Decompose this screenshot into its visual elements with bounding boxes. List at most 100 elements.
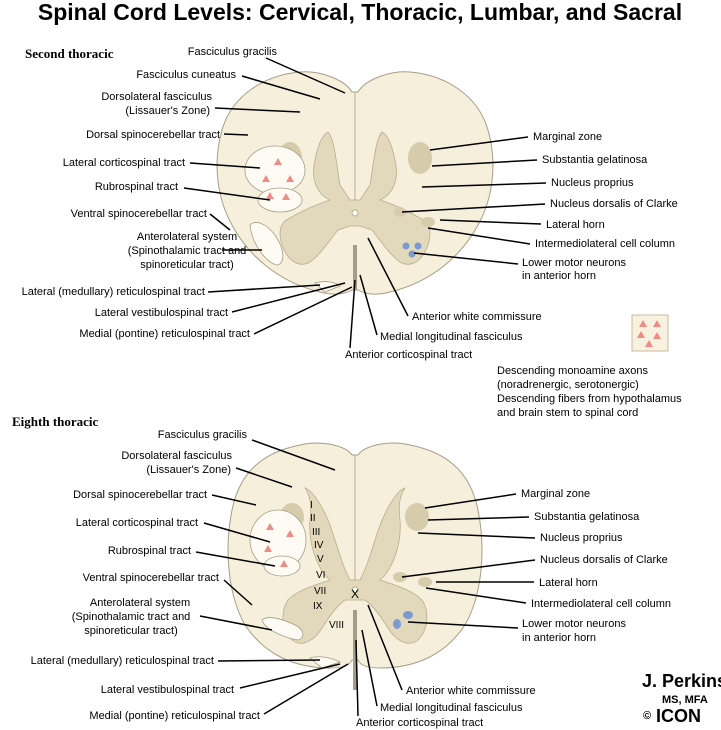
nucleus-dorsalis-region bbox=[393, 572, 407, 582]
leader-line bbox=[263, 663, 349, 715]
lateral-horn-region bbox=[421, 217, 435, 227]
lateral-horn-region bbox=[418, 577, 432, 587]
lamina-V: V bbox=[317, 554, 324, 565]
substantia-gelatinosa-region bbox=[408, 142, 432, 174]
leader-line bbox=[361, 629, 378, 707]
label-marginal-zone: Marginal zone bbox=[521, 488, 590, 500]
descending-axon-marker bbox=[280, 560, 288, 567]
legend-line-1: Descending monoamine axons bbox=[497, 365, 649, 377]
label-medial-longitudinal-fasciculus: Medial longitudinal fasciculus bbox=[380, 331, 523, 343]
leader-line bbox=[214, 107, 301, 113]
label-dorsolateral-fasciculus: Dorsolateral fasciculus bbox=[101, 91, 212, 103]
label-in-anterior-horn: in anterior horn bbox=[522, 632, 596, 644]
label-medial-reticulospinal-tract: Medial (pontine) reticulospinal tract bbox=[89, 710, 260, 722]
label-lateral-reticulospinal-tract: Lateral (medullary) reticulospinal tract bbox=[22, 286, 205, 298]
leader-line bbox=[223, 579, 253, 606]
label-anterolateral-system-sub1: (Spinothalamic tract and bbox=[128, 245, 247, 257]
heading-eighth-thoracic: Eighth thoracic bbox=[12, 414, 99, 429]
central-canal bbox=[351, 586, 359, 594]
leader-line bbox=[207, 284, 321, 293]
label-marginal-zone: Marginal zone bbox=[533, 131, 602, 143]
grey-matter bbox=[279, 131, 431, 265]
legend-line-2: (noradrenergic, serotonergic) bbox=[497, 379, 639, 391]
leader-line bbox=[211, 494, 257, 506]
leader-line bbox=[241, 75, 321, 100]
heading-second-thoracic: Second thoracic bbox=[25, 46, 114, 61]
motor-neuron-dot bbox=[408, 250, 416, 258]
label-fasciculus-gracilis: Fasciculus gracilis bbox=[158, 429, 248, 441]
label-intermediolateral-cell-column: Intermediolateral cell column bbox=[535, 238, 675, 250]
label-medial-longitudinal-fasciculus: Medial longitudinal fasciculus bbox=[380, 702, 523, 714]
label-dorsal-spinocerebellar-tract: Dorsal spinocerebellar tract bbox=[73, 489, 207, 501]
label-anterior-corticospinal-tract: Anterior corticospinal tract bbox=[356, 717, 483, 729]
lamina-VI: VI bbox=[316, 570, 325, 581]
descending-axon-marker bbox=[653, 332, 661, 339]
label-fasciculus-gracilis: Fasciculus gracilis bbox=[188, 46, 278, 58]
label-nucleus-proprius: Nucleus proprius bbox=[540, 532, 623, 544]
icon-brand-logo: ICON bbox=[656, 706, 701, 726]
descending-axon-marker bbox=[639, 320, 647, 327]
label-anterior-white-commissure: Anterior white commissure bbox=[412, 311, 542, 323]
grey-matter bbox=[282, 487, 428, 644]
legend: Descending monoamine axons (noradrenergi… bbox=[497, 314, 682, 419]
motor-neuron-dot bbox=[393, 619, 401, 629]
motor-neuron-dot bbox=[402, 242, 410, 250]
legend-line-4: and brain stem to spinal cord bbox=[497, 407, 638, 419]
leader-line bbox=[367, 237, 409, 317]
cord-eighth-thoracic: I II III IV V VI VII IX VIII X bbox=[227, 442, 483, 690]
label-nucleus-proprius: Nucleus proprius bbox=[551, 177, 634, 189]
descending-axon-marker bbox=[266, 192, 274, 199]
central-canal bbox=[351, 209, 359, 217]
label-anterolateral-system-sub2: spinoreticular tract) bbox=[84, 625, 178, 637]
lamina-VIII: VIII bbox=[329, 620, 344, 631]
leader-line bbox=[401, 559, 536, 578]
leader-line bbox=[439, 219, 542, 225]
leader-line bbox=[189, 162, 261, 169]
label-lower-motor-neurons: Lower motor neurons bbox=[522, 618, 626, 630]
leader-line bbox=[209, 213, 231, 231]
leader-line bbox=[424, 493, 517, 509]
label-lateral-corticospinal-tract: Lateral corticospinal tract bbox=[76, 517, 198, 529]
leader-line bbox=[359, 274, 378, 336]
descending-axon-marker bbox=[274, 158, 282, 165]
label-fasciculus-cuneatus: Fasciculus cuneatus bbox=[136, 69, 236, 81]
label-lateral-horn: Lateral horn bbox=[546, 219, 605, 231]
leader-line bbox=[401, 203, 546, 213]
leader-line bbox=[183, 187, 271, 201]
descending-axon-marker bbox=[264, 545, 272, 552]
lamina-X: X bbox=[351, 587, 359, 601]
lamina-II: II bbox=[310, 513, 316, 524]
label-anterior-white-commissure: Anterior white commissure bbox=[406, 685, 536, 697]
leader-line bbox=[223, 133, 249, 136]
leader-line bbox=[217, 659, 321, 662]
lateral-corticospinal-tract-area bbox=[244, 145, 306, 195]
descending-axon-marker bbox=[266, 523, 274, 530]
descending-axon-marker bbox=[645, 340, 653, 347]
leader-line bbox=[429, 136, 529, 151]
motor-neuron-dot bbox=[414, 242, 422, 250]
label-substantia-gelatinosa: Substantia gelatinosa bbox=[534, 511, 640, 523]
artist-signature: J. Perkins MS, MFA © ICON bbox=[642, 671, 721, 726]
signature-degree: MS, MFA bbox=[662, 694, 708, 706]
descending-axon-marker bbox=[286, 530, 294, 537]
label-lateral-vestibulospinal-tract: Lateral vestibulospinal tract bbox=[95, 307, 228, 319]
leader-line bbox=[253, 286, 353, 335]
label-lateral-horn: Lateral horn bbox=[539, 577, 598, 589]
lamina-VII: VII bbox=[314, 586, 326, 597]
lamina-IV: IV bbox=[314, 540, 324, 551]
leader-line bbox=[199, 615, 273, 631]
label-rubrospinal-tract: Rubrospinal tract bbox=[95, 181, 178, 193]
descending-axon-marker bbox=[286, 175, 294, 182]
label-lateral-corticospinal-tract: Lateral corticospinal tract bbox=[63, 157, 185, 169]
label-dorsolateral-fasciculus: Dorsolateral fasciculus bbox=[121, 450, 232, 462]
label-lateral-vestibulospinal-tract: Lateral vestibulospinal tract bbox=[101, 684, 234, 696]
leader-line bbox=[425, 587, 527, 604]
lamina-IX: IX bbox=[313, 601, 323, 612]
label-anterolateral-system-sub2: spinoreticular tract) bbox=[140, 259, 234, 271]
leader-line bbox=[203, 522, 271, 543]
descending-axon-marker bbox=[262, 175, 270, 182]
legend-line-3: Descending fibers from hypothalamus bbox=[497, 393, 682, 405]
substantia-gelatinosa-region bbox=[405, 503, 429, 531]
cord-second-thoracic bbox=[216, 71, 494, 295]
label-ventral-spinocerebellar-tract: Ventral spinocerebellar tract bbox=[83, 572, 219, 584]
